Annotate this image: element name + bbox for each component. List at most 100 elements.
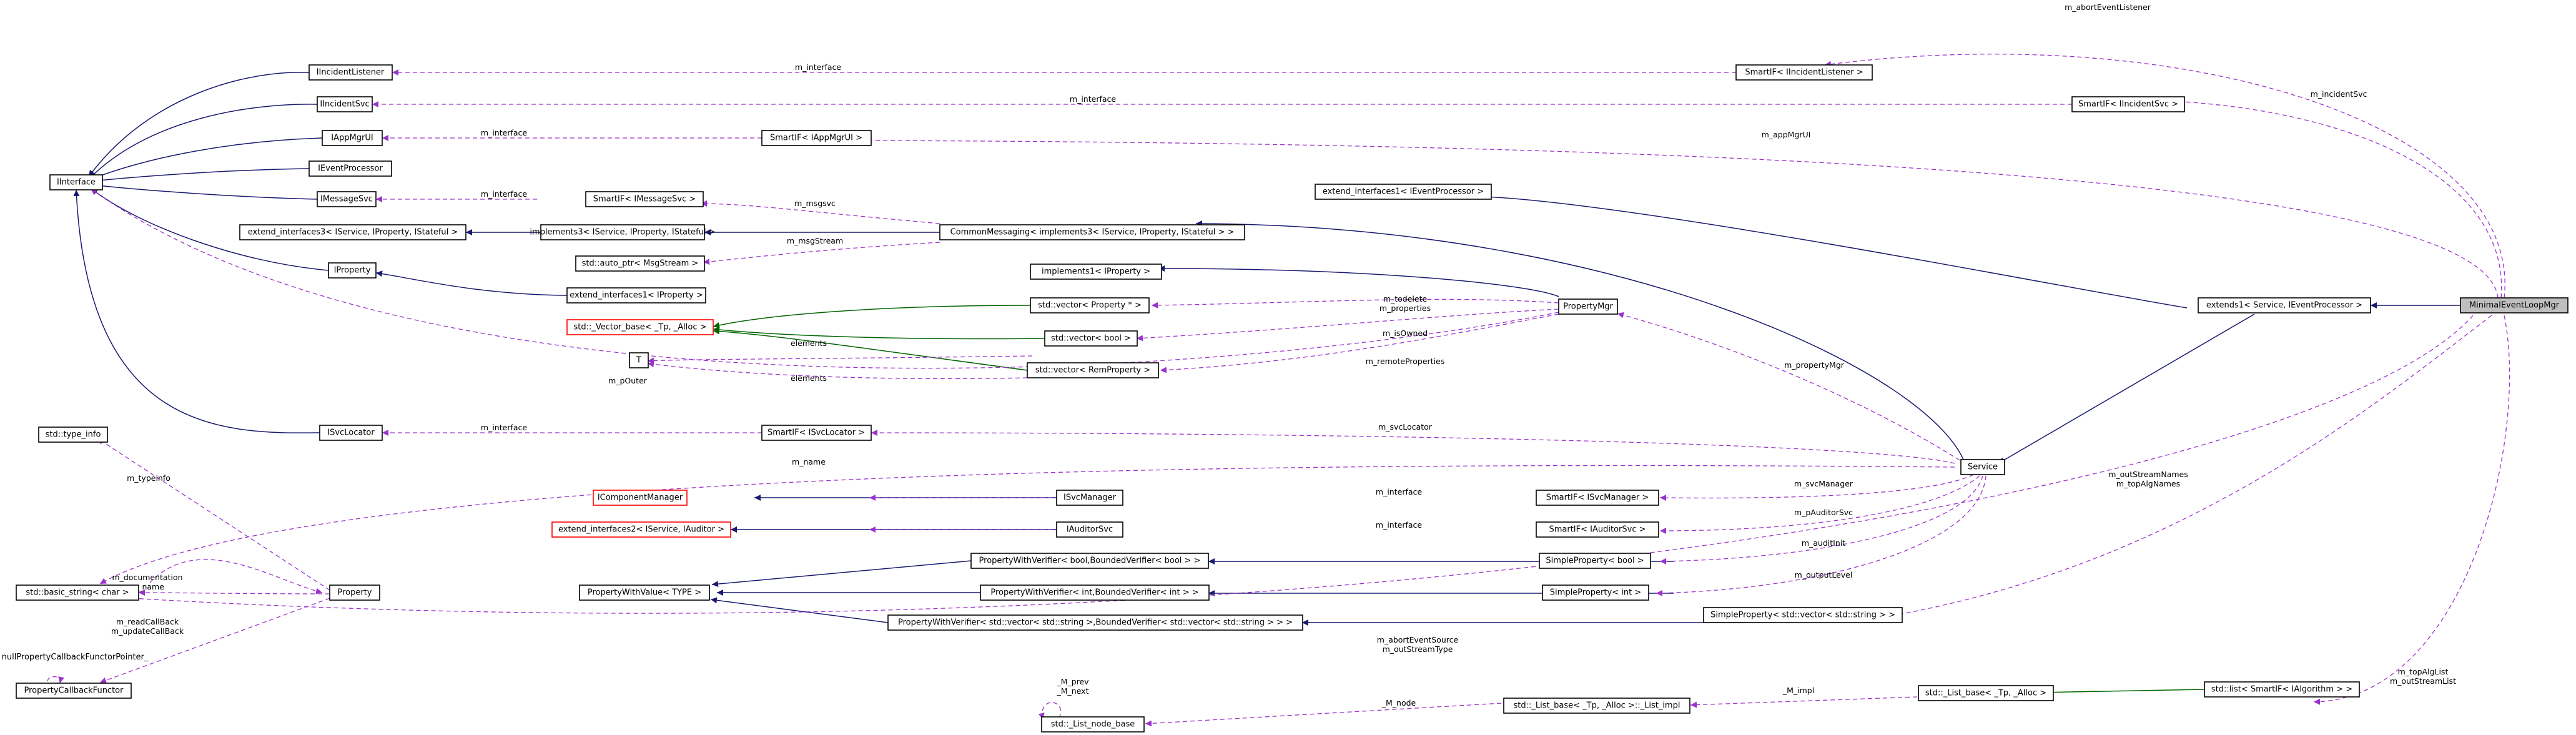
class-node-commonmessaging[interactable]: CommonMessaging< implements3< IService, … <box>939 224 1245 240</box>
edge-inherit <box>91 137 323 180</box>
edge-label: _M_prev <box>1056 677 1089 686</box>
class-node-basic-string[interactable]: std::basic_string< char > <box>16 585 139 601</box>
class-node-pwv-int[interactable]: PropertyWithVerifier< int,BoundedVerifie… <box>980 585 1210 601</box>
edge-usage <box>1824 54 2505 298</box>
svg-text:extend_interfaces2< IService,: extend_interfaces2< IService, IAuditor > <box>558 525 724 535</box>
class-node-list-smartif-ialgorithm[interactable]: std::list< SmartIF< IAlgorithm > > <box>2204 681 2360 698</box>
edge-label: m_typeinfo <box>127 473 170 483</box>
class-node-vector-bool[interactable]: std::vector< bool > <box>1044 330 1138 347</box>
class-node-propertymgr[interactable]: PropertyMgr <box>1558 298 1618 315</box>
edge-inherit <box>711 560 972 588</box>
class-node-iincidentsvc[interactable]: IIncidentSvc <box>317 96 373 112</box>
class-node-service[interactable]: Service <box>1960 459 2005 475</box>
edge-label: elements <box>791 338 827 348</box>
class-node-iinterface[interactable]: IInterface <box>49 174 103 190</box>
class-node-type-info[interactable]: std::type_info <box>38 427 108 443</box>
class-node-iproperty[interactable]: IProperty <box>328 262 377 279</box>
edge-inherit <box>92 182 318 200</box>
class-node-pwv-vecstr[interactable]: PropertyWithVerifier< std::vector< std::… <box>887 614 1303 631</box>
class-node-simpleproperty-vecstr[interactable]: SimpleProperty< std::vector< std::string… <box>1703 607 1903 623</box>
class-node-extend-interfaces1-ieventprocessor[interactable]: extend_interfaces1< IEventProcessor > <box>1315 184 1492 200</box>
class-node-iauditorsvc[interactable]: IAuditorSvc <box>1056 521 1123 538</box>
class-node-minimaleventloopmgr[interactable]: MinimalEventLoopMgr <box>2460 297 2569 313</box>
svg-text:PropertyWithValue< TYPE >: PropertyWithValue< TYPE > <box>588 588 701 598</box>
class-node-vector-property-ptr[interactable]: std::vector< Property * > <box>1030 297 1150 313</box>
class-node-isvclocator[interactable]: ISvcLocator <box>319 425 383 441</box>
class-node-smartif-iincidentlistener[interactable]: SmartIF< IIncidentListener > <box>1735 64 1873 81</box>
class-node-extends1[interactable]: extends1< Service, IEventProcessor > <box>2198 297 2371 313</box>
edge-label: m_documentation <box>112 573 182 582</box>
class-node-smartif-isvclocator[interactable]: SmartIF< ISvcLocator > <box>761 425 872 441</box>
edge-label: m_outStreamList <box>2390 676 2456 686</box>
class-node-smartif-iincidentsvc[interactable]: SmartIF< IIncidentSvc > <box>2071 96 2185 112</box>
class-node-extend-interfaces3[interactable]: extend_interfaces3< IService, IProperty,… <box>239 224 466 240</box>
svg-text:std::_Vector_base< _Tp, _Alloc: std::_Vector_base< _Tp, _Alloc > <box>573 323 706 332</box>
class-node-t[interactable]: T <box>629 352 649 368</box>
svg-text:SmartIF< ISvcLocator >: SmartIF< ISvcLocator > <box>767 428 865 438</box>
edge-label: m_interface <box>481 189 527 199</box>
class-node-imessagesvc[interactable]: IMessageSvc <box>317 191 377 207</box>
edge-label: _M_impl <box>1782 686 1814 695</box>
edge-usage <box>1659 475 1980 534</box>
class-node-iincidentlistener[interactable]: IIncidentListener <box>308 64 393 81</box>
edge-label: m_msgsvc <box>794 199 836 208</box>
edge-usage <box>1151 298 1559 308</box>
svg-text:CommonMessaging< implements3<: CommonMessaging< implements3< IService, … <box>950 228 1235 237</box>
edge-label: m_properties <box>1379 303 1431 313</box>
class-node-simpleproperty-bool[interactable]: SimpleProperty< bool > <box>1539 553 1651 569</box>
edge-usage <box>1617 312 1960 461</box>
class-node-list-node-base[interactable]: std::_List_node_base <box>1041 716 1145 733</box>
edge-usage <box>871 430 1955 464</box>
edge-inherit <box>92 168 310 184</box>
edge-label: m_readCallBack <box>116 617 179 626</box>
edge-label: m_interface <box>481 423 527 432</box>
edge-usage <box>2313 315 2510 705</box>
edge-usage <box>1659 474 1974 501</box>
svg-text:IMessageSvc: IMessageSvc <box>320 195 373 204</box>
class-node-simpleproperty-int[interactable]: SimpleProperty< int > <box>1542 585 1649 601</box>
class-node-extend-interfaces1-iproperty[interactable]: extend_interfaces1< IProperty > <box>566 287 706 303</box>
svg-text:std::vector< bool >: std::vector< bool > <box>1051 334 1131 343</box>
class-node-smartif-imessagesvc[interactable]: SmartIF< IMessageSvc > <box>585 191 704 207</box>
class-node-implements3[interactable]: implements3< IService, IProperty, IState… <box>530 224 716 240</box>
class-node-icomponentmanager[interactable]: IComponentManager <box>593 490 688 506</box>
edge-label: m_interface <box>1070 94 1116 104</box>
svg-text:ISvcManager: ISvcManager <box>1063 493 1117 503</box>
svg-text:SmartIF< ISvcManager >: SmartIF< ISvcManager > <box>1546 493 1649 503</box>
class-node-pwv-bool[interactable]: PropertyWithVerifier< bool,BoundedVerifi… <box>970 553 1209 569</box>
class-node-propertycallbackfunctor[interactable]: PropertyCallbackFunctor <box>16 683 132 699</box>
class-node-smartif-iauditorsvc[interactable]: SmartIF< IAuditorSvc > <box>1536 521 1659 538</box>
svg-text:IComponentManager: IComponentManager <box>598 493 683 503</box>
class-node-auto-ptr[interactable]: std::auto_ptr< MsgStream > <box>575 255 705 272</box>
class-node-smartif-iappmgrui[interactable]: SmartIF< IAppMgrUI > <box>761 130 872 146</box>
edge-usage <box>858 137 2499 298</box>
svg-text:std::_List_base< _Tp, _Alloc >: std::_List_base< _Tp, _Alloc >::_List_im… <box>1514 701 1680 711</box>
edge-usage <box>99 598 330 684</box>
edge-label: elements <box>791 373 827 383</box>
class-node-ieventprocessor[interactable]: IEventProcessor <box>308 160 392 177</box>
class-node-nullpcf[interactable]: nullPropertyCallbackFunctorPointer_ <box>2 653 149 662</box>
svg-text:T: T <box>636 356 641 365</box>
svg-text:extend_interfaces1< IEventProc: extend_interfaces1< IEventProcessor > <box>1323 187 1484 197</box>
class-node-list-base[interactable]: std::_List_base< _Tp, _Alloc > <box>1918 685 2054 701</box>
class-node-property[interactable]: Property <box>329 585 380 601</box>
edge-usage <box>149 559 323 594</box>
edge-label: m_name <box>792 457 826 466</box>
class-node-extend-interfaces2[interactable]: extend_interfaces2< IService, IAuditor > <box>551 521 731 538</box>
edge-template <box>713 328 1028 371</box>
edge-label: m_appMgrUI <box>1762 130 1811 139</box>
svg-text:std::_List_node_base: std::_List_node_base <box>1051 720 1135 729</box>
edge-label: m_isOwned <box>1383 328 1428 338</box>
class-node-implements1[interactable]: implements1< IProperty > <box>1030 264 1162 280</box>
class-node-iappmgrui[interactable]: IAppMgrUI <box>322 130 383 146</box>
nodes: IIncidentListener IIncidentSvc IAppMgrUI… <box>2 64 2569 733</box>
class-node-propertywithvalue[interactable]: PropertyWithValue< TYPE > <box>579 585 710 601</box>
class-node-smartif-isvcmanager[interactable]: SmartIF< ISvcManager > <box>1536 490 1659 506</box>
edge-inherit <box>1195 220 1967 466</box>
class-node-vector-base[interactable]: std::_Vector_base< _Tp, _Alloc > <box>566 319 714 335</box>
class-node-list-impl[interactable]: std::_List_base< _Tp, _Alloc >::_List_im… <box>1503 698 1690 714</box>
class-node-isvcmanager[interactable]: ISvcManager <box>1056 490 1123 506</box>
class-node-vector-remproperty[interactable]: std::vector< RemProperty > <box>1027 362 1159 378</box>
svg-text:IIncidentSvc: IIncidentSvc <box>320 100 369 109</box>
edge-usage <box>647 361 1028 379</box>
